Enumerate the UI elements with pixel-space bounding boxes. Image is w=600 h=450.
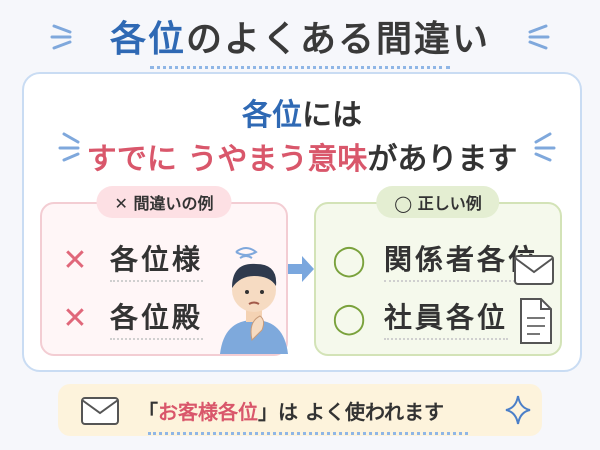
subtitle-emphasis: すでに うやまう意味 <box>86 142 368 177</box>
arrow-right-icon <box>288 256 314 282</box>
wrong-example-item: ✕ 各位様 <box>58 238 204 282</box>
bottom-note: 「お客様各位」は よく使われます <box>58 384 542 436</box>
sparkle-lines-icon <box>58 132 80 162</box>
wrong-examples-box: ✕ 間違いの例 ✕ 各位様 ✕ 各位殿 <box>40 186 288 356</box>
correct-examples-label: ◯ 正しい例 <box>376 186 500 218</box>
bottom-message: 「お客様各位」は よく使われます <box>138 396 444 425</box>
subtitle-text: には <box>302 98 362 133</box>
subtitle-line1: 各位には <box>24 90 580 134</box>
subtitle-keyword: 各位 <box>242 98 302 133</box>
subtitle-line2: すでに うやまう意味があります <box>24 134 580 178</box>
wrong-example-item: ✕ 各位殿 <box>58 296 204 340</box>
bracket-close: 」 <box>258 400 278 424</box>
sparkle-lines-icon <box>50 24 72 50</box>
bracket-open: 「 <box>138 400 158 424</box>
wrong-example-text: 各位様 <box>110 238 204 282</box>
sparkle-icon <box>505 395 531 425</box>
wrong-examples-label: ✕ 間違いの例 <box>96 186 232 218</box>
circle-icon: ◯ <box>332 300 366 336</box>
sparkle-lines-icon <box>534 132 556 162</box>
subtitle-text: があります <box>367 142 518 177</box>
correct-example-text: 関係者各位 <box>384 238 540 282</box>
cross-icon: ✕ <box>62 242 88 278</box>
main-panel: 各位には すでに うやまう意味があります ✕ 間違いの例 ✕ 各位様 ✕ 各位殿 <box>22 72 582 372</box>
page-title: 各位のよくある間違い <box>0 10 600 62</box>
bottom-rest: は よく使われます <box>278 400 444 424</box>
wrong-example-text: 各位殿 <box>110 296 204 340</box>
document-icon <box>520 298 552 344</box>
confused-person-icon <box>220 247 288 354</box>
sparkle-lines-icon <box>528 24 550 50</box>
correct-example-item: ◯ 社員各位 <box>332 296 509 340</box>
cross-icon: ✕ <box>62 300 88 336</box>
correct-example-item: ◯ 関係者各位 <box>332 238 540 282</box>
bottom-phrase: お客様各位 <box>158 400 258 424</box>
circle-icon: ◯ <box>332 242 366 278</box>
envelope-icon <box>81 397 119 425</box>
correct-example-text: 社員各位 <box>384 296 509 340</box>
title-keyword: 各位 <box>109 19 186 60</box>
envelope-icon <box>514 255 554 285</box>
divider <box>150 66 450 69</box>
divider <box>148 432 468 435</box>
title-rest: のよくある間違い <box>186 19 491 60</box>
correct-examples-box: ◯ 正しい例 ◯ 関係者各位 ◯ 社員各位 <box>314 186 562 356</box>
